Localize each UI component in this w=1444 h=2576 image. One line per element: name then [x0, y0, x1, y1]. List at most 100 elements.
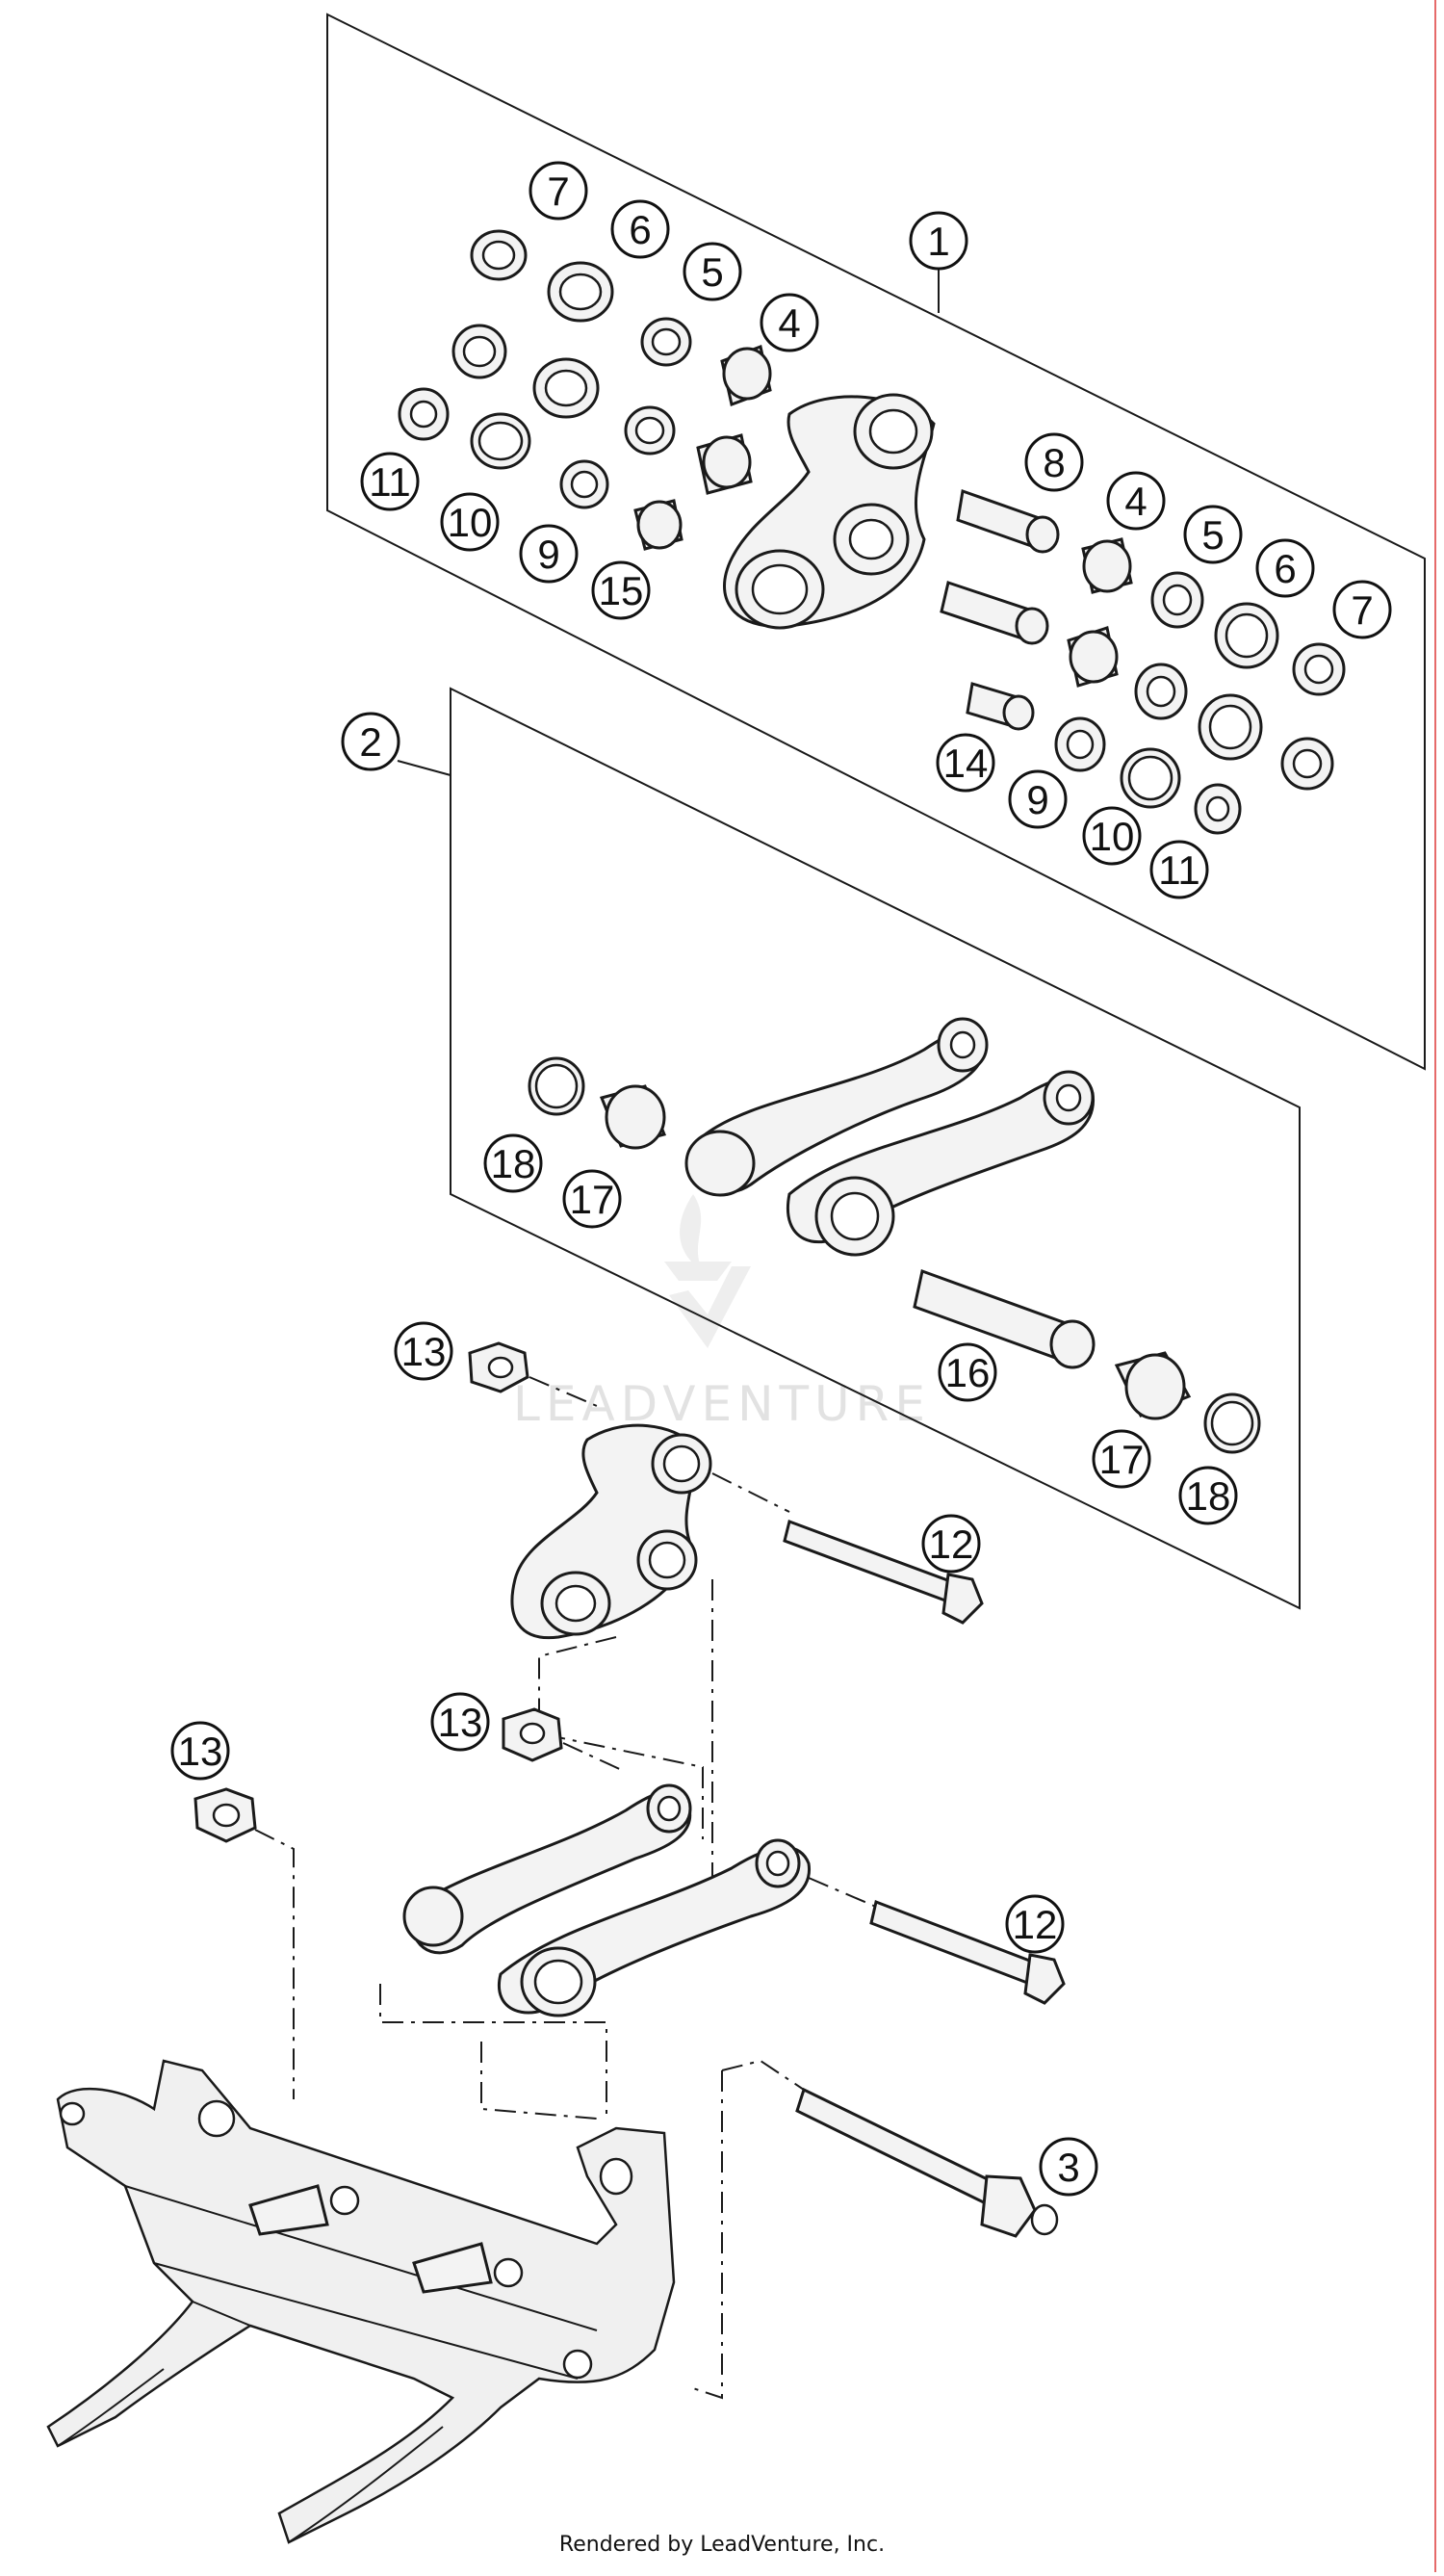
watermark-text: LEADVENTURE — [513, 1376, 931, 1432]
callout-circle — [683, 242, 742, 301]
nut-13-upper — [468, 1341, 529, 1393]
bushing-6-upper — [547, 261, 614, 323]
callout-number: 4 — [778, 300, 800, 346]
callout-circle — [1005, 1894, 1065, 1954]
ring-10-right — [1120, 747, 1181, 809]
callout-number: 9 — [1026, 777, 1048, 822]
bushing-4-right-upper — [1081, 537, 1133, 594]
washer-9-right — [1054, 716, 1106, 772]
sleeve-16 — [913, 1269, 1096, 1369]
callout-6: 6 — [610, 199, 670, 259]
callout-number: 11 — [369, 459, 411, 505]
callout-3: 3 — [1039, 2137, 1098, 2197]
callout-13: 13 — [170, 1721, 230, 1781]
callout-18: 18 — [483, 1133, 543, 1193]
callout-12: 12 — [921, 1514, 981, 1574]
callout-7: 7 — [529, 161, 588, 221]
group-2-parts — [528, 1017, 1261, 1454]
callout-circle — [170, 1721, 230, 1781]
seal-7-upper — [470, 229, 528, 281]
callout-circle — [760, 293, 819, 352]
callout-2: 2 — [341, 712, 400, 771]
sleeve-14 — [966, 682, 1035, 731]
bushing-15 — [633, 499, 683, 551]
ring-18-right — [1203, 1392, 1261, 1454]
callout-number: 9 — [537, 532, 559, 577]
axis-line — [808, 1877, 877, 1908]
washer-5-mid — [624, 405, 676, 455]
callout-circle — [1183, 505, 1243, 564]
group-2-box — [397, 687, 1301, 1610]
callout-circle — [529, 161, 588, 221]
ring-18-left — [528, 1056, 585, 1116]
callout-number: 17 — [570, 1177, 615, 1222]
callout-circle — [440, 492, 500, 552]
bushing-6-right-lower — [1198, 693, 1263, 761]
bolt-12-upper — [783, 1520, 984, 1625]
callout-17: 17 — [1092, 1429, 1151, 1489]
callout-circle — [430, 1692, 490, 1752]
callout-circle — [1106, 471, 1166, 531]
callout-circle — [938, 1342, 997, 1402]
watermark-logo: LEADVENTURE — [513, 1194, 931, 1432]
callout-circle — [1008, 769, 1068, 829]
axis-line — [254, 1829, 295, 2099]
callout-12: 12 — [1005, 1894, 1065, 1954]
callout-11: 11 — [1149, 840, 1209, 899]
seal-7-right-upper — [1292, 642, 1346, 696]
callout-number: 4 — [1124, 479, 1147, 524]
callout-number: 12 — [1013, 1902, 1058, 1947]
callout-circle — [1024, 432, 1084, 492]
callout-9: 9 — [519, 524, 579, 584]
axis-line — [529, 1376, 598, 1407]
callout-circle — [1092, 1429, 1151, 1489]
callout-number: 6 — [629, 207, 651, 252]
bolt-12-lower — [869, 1899, 1066, 2005]
leader-2 — [397, 760, 451, 776]
bushing-4-mid — [696, 433, 753, 495]
callout-circle — [1082, 806, 1142, 866]
callout-number: 18 — [491, 1141, 536, 1186]
bushing-6-mid — [532, 357, 600, 419]
callout-circle — [610, 199, 670, 259]
callout-circle — [909, 211, 968, 271]
callout-1: 1 — [909, 211, 968, 271]
axis-line — [562, 1742, 627, 1773]
nut-13-mid — [502, 1707, 563, 1762]
callout-number: 5 — [1201, 512, 1224, 558]
callout-number: 14 — [943, 741, 989, 786]
callout-number: 10 — [448, 500, 493, 545]
callout-15: 15 — [591, 560, 651, 620]
axis-line — [721, 2059, 805, 2091]
callout-18: 18 — [1178, 1466, 1238, 1525]
bushing-17-left — [599, 1084, 667, 1150]
pull-rod-assembled — [402, 1783, 812, 2017]
bell-crank-group-1 — [723, 393, 936, 630]
seal-11-right — [1194, 783, 1242, 835]
callout-number: 3 — [1057, 2145, 1079, 2190]
group-1-left-parts — [398, 229, 772, 551]
callout-number: 18 — [1186, 1473, 1231, 1519]
callout-number: 6 — [1274, 546, 1296, 591]
bushing-4-upper — [720, 344, 772, 407]
callout-number: 7 — [1351, 587, 1373, 633]
callout-14: 14 — [936, 733, 995, 793]
callout-number: 16 — [945, 1350, 991, 1395]
callout-6: 6 — [1255, 538, 1315, 598]
callout-16: 16 — [938, 1342, 997, 1402]
seal-11-left — [398, 387, 450, 441]
washer-5-right-lower — [1134, 663, 1188, 720]
axis-line — [480, 2042, 598, 2120]
callout-circle — [1178, 1466, 1238, 1525]
callout-circle — [1039, 2137, 1098, 2197]
callout-4: 4 — [1106, 471, 1166, 531]
callout-number: 7 — [547, 169, 569, 214]
callout-circle — [936, 733, 995, 793]
callout-9: 9 — [1008, 769, 1068, 829]
seal-7-right-lower — [1280, 737, 1334, 791]
callout-number: 13 — [178, 1729, 223, 1774]
sleeve-8-lower — [940, 581, 1049, 645]
callout-number: 1 — [927, 219, 949, 264]
nut-13-lower — [193, 1787, 257, 1843]
